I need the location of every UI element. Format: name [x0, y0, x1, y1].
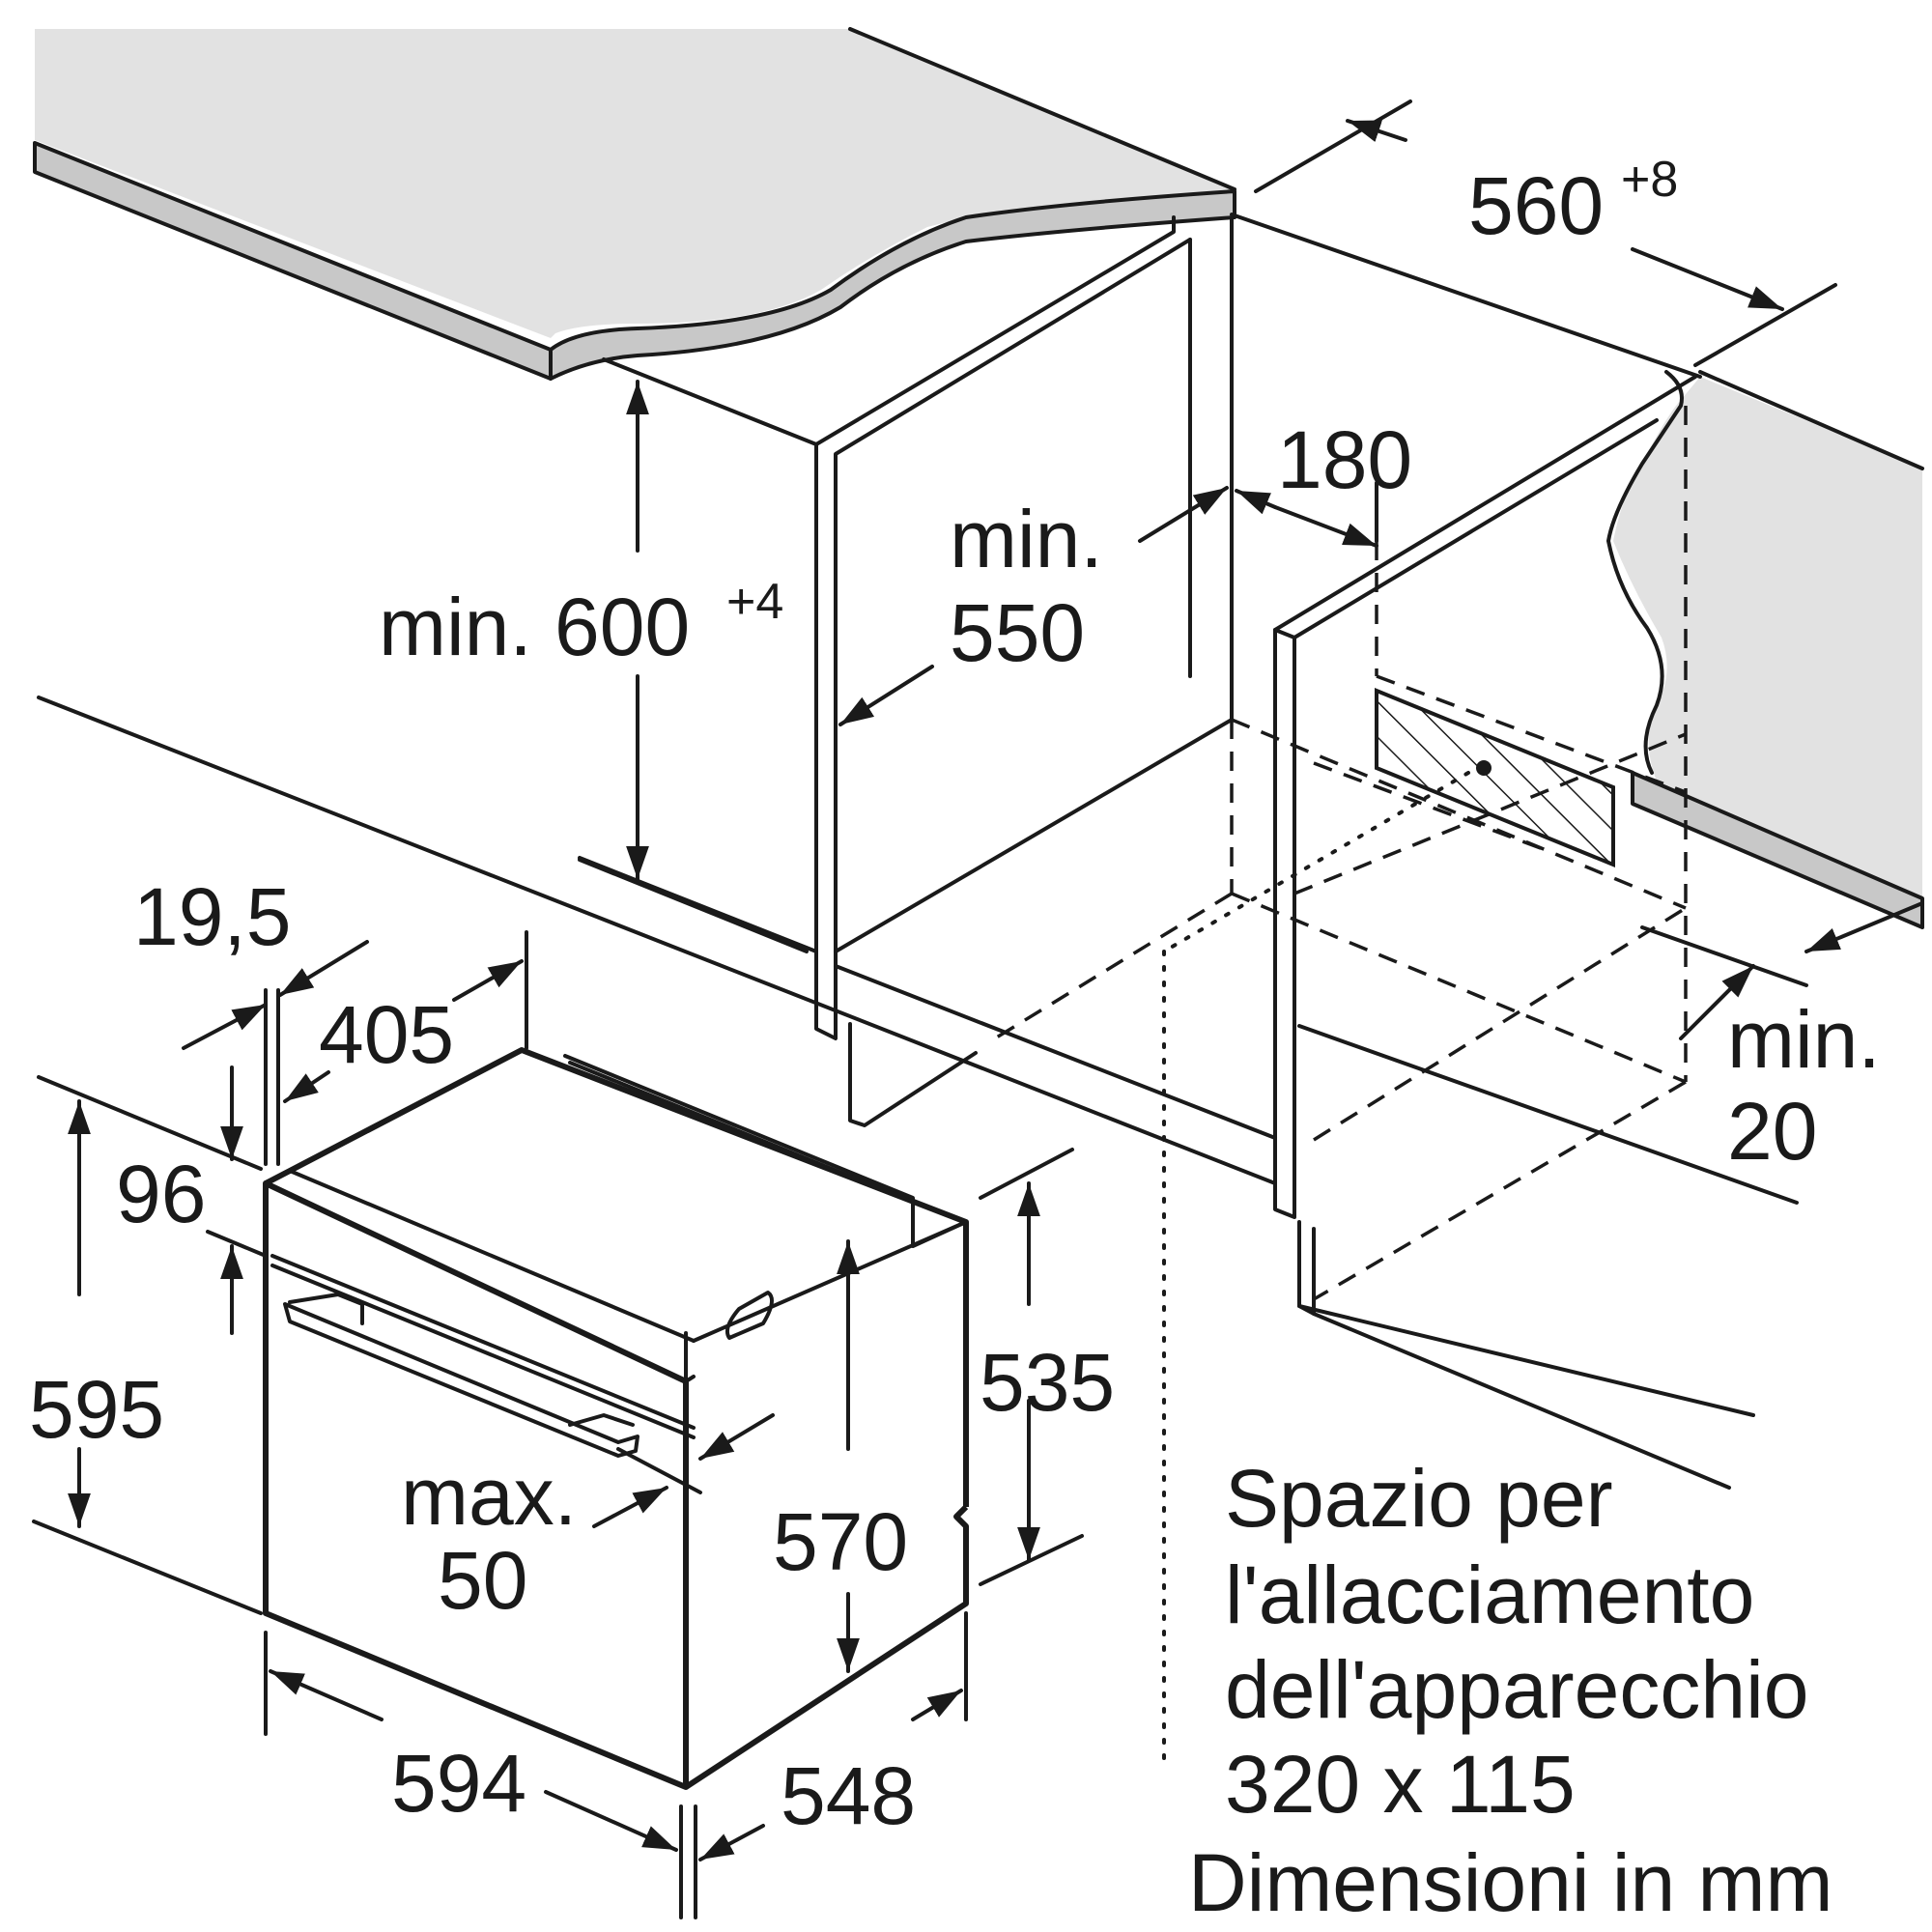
panel-height-label: 96	[116, 1149, 206, 1239]
oven	[263, 1047, 969, 1790]
connection-note-line2: l'allacciamento	[1225, 1549, 1754, 1640]
front-protrusion-prefix: max.	[401, 1451, 577, 1542]
connection-note-line4: 320 x 115	[1225, 1739, 1576, 1830]
connection-offset-label: 180	[1277, 414, 1412, 505]
dimension-lines	[32, 99, 1924, 1919]
niche-height-label: min. 600	[379, 582, 690, 672]
rear-gap-value: 20	[1727, 1086, 1817, 1177]
connection-note-line1: Spazio per	[1225, 1453, 1613, 1544]
rear-gap-prefix: min.	[1727, 994, 1881, 1085]
top-offset-label: 405	[319, 989, 454, 1080]
oven-width-label: 594	[391, 1738, 526, 1829]
panel-thickness-label: 19,5	[133, 871, 292, 962]
oven-height-label: 595	[29, 1364, 164, 1455]
front-protrusion-value: 50	[438, 1535, 527, 1626]
oven-depth-label: 548	[781, 1750, 916, 1841]
units-note: Dimensioni in mm	[1188, 1837, 1833, 1928]
countertop	[33, 27, 1236, 381]
cabinet-niche	[37, 213, 1924, 1765]
body-height-label: 535	[980, 1337, 1115, 1428]
niche-depth-prefix: min.	[950, 494, 1103, 584]
niche-width-label: 560	[1468, 160, 1604, 251]
niche-height-tolerance: +4	[726, 574, 783, 630]
niche-width-tolerance: +8	[1621, 152, 1678, 208]
connection-note-line3: dell'apparecchio	[1225, 1644, 1808, 1735]
inner-height-label: 570	[773, 1496, 908, 1587]
niche-depth-value: 550	[950, 587, 1085, 678]
